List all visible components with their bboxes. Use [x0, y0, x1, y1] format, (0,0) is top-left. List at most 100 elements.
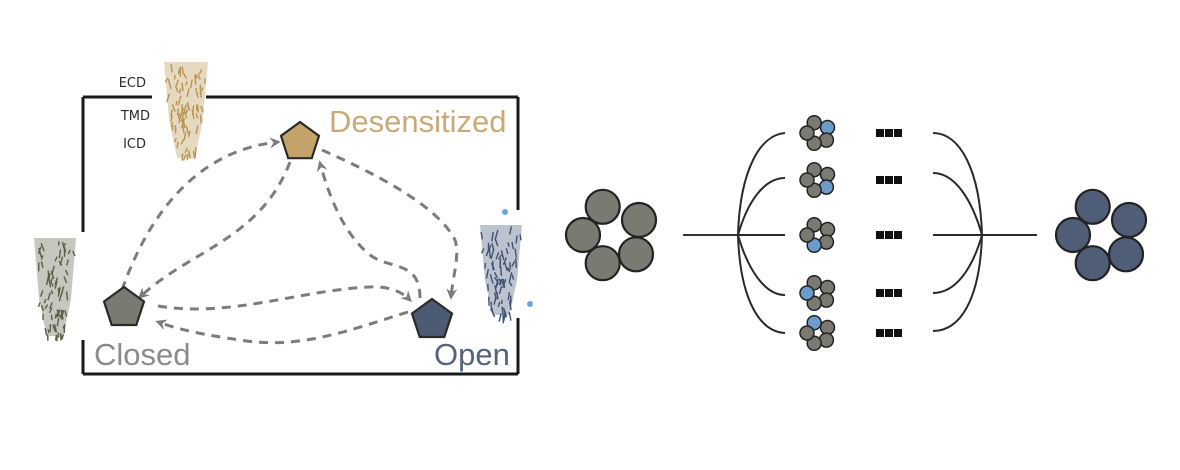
- closed-structure-strand: [56, 317, 60, 327]
- closed-structure-strand: [53, 324, 58, 333]
- open-structure-strand: [490, 307, 495, 316]
- closed-structure-strand: [47, 292, 51, 301]
- intermediate-pentamer: [799, 216, 836, 254]
- closed-structure-strand: [50, 270, 55, 279]
- subunit: [1107, 236, 1145, 273]
- closed-structure-strand: [51, 324, 57, 333]
- ellipsis-square: [885, 289, 893, 297]
- closed-structure-strand: [62, 325, 66, 331]
- closed-structure-strand: [59, 256, 64, 266]
- desensitized-structure-strand: [183, 110, 188, 119]
- open-structure-strand: [484, 262, 487, 269]
- open-structure-strand: [493, 276, 498, 282]
- open-structure-strand: [514, 258, 518, 268]
- desensitized-structure-strand: [191, 109, 195, 120]
- open-structure-strand: [511, 260, 516, 267]
- closed-structure-strand: [44, 304, 49, 310]
- ellipsis-square: [885, 129, 893, 137]
- closed-structure-strand: [60, 309, 65, 320]
- closed-structure-strand: [44, 327, 48, 336]
- subunit: [819, 166, 836, 183]
- subunit: [799, 125, 815, 141]
- desensitized-structure-strand: [175, 100, 178, 106]
- open-structure-strand: [519, 234, 522, 241]
- open-structure-strand: [506, 267, 511, 273]
- ellipsis-square: [894, 176, 902, 184]
- closed-state-node: [102, 285, 146, 327]
- closed-structure-strand: [38, 247, 42, 258]
- arrow-desensitized-to-closed: [137, 161, 292, 299]
- intermediate-states: [799, 114, 836, 352]
- open-structure-strand: [480, 248, 485, 254]
- subunit: [564, 216, 602, 254]
- desensitized-structure-strand: [188, 130, 191, 138]
- desensitized-structure-strand: [186, 154, 189, 161]
- ellipsis-icon: [876, 129, 902, 137]
- desensitized-structure-strand: [194, 147, 197, 157]
- ellipsis-square: [876, 231, 884, 239]
- desensitized-structure-strand: [195, 87, 199, 98]
- ellipsis-square: [876, 289, 884, 297]
- open-structure-strand: [489, 273, 494, 284]
- right-branch-brackets: [932, 132, 1037, 332]
- ellipsis-square: [894, 289, 902, 297]
- ellipsis-square: [885, 231, 893, 239]
- desensitized-structure-strand: [183, 104, 187, 115]
- desensitized-structure-strand: [174, 79, 180, 88]
- desensitized-structure-strand: [185, 81, 188, 86]
- ellipsis-markers: [876, 129, 902, 337]
- closed-structure-strand: [39, 290, 44, 297]
- open-structure-strand: [509, 302, 512, 308]
- ellipsis-square: [885, 176, 893, 184]
- desensitized-structure-strand: [187, 150, 191, 159]
- open-structure-strand: [507, 242, 510, 247]
- open-structure-strand: [495, 282, 499, 287]
- desensitized-structure-strand: [177, 67, 181, 75]
- open-structure-strand: [485, 268, 490, 279]
- desensitized-structure-strand: [181, 66, 185, 75]
- subunit: [819, 279, 836, 296]
- desensitized-structure-strand: [166, 93, 171, 103]
- desensitized-structure-strand: [189, 79, 193, 89]
- arrow-closed-to-desensitized: [120, 137, 281, 291]
- closed-structure-strand: [51, 265, 55, 275]
- closed-structure-strand: [49, 302, 53, 310]
- closed-structure-strand: [40, 261, 44, 269]
- intermediate-pentamer: [799, 114, 836, 152]
- domain-label-icd: ICD: [123, 137, 146, 152]
- subunit: [819, 221, 836, 238]
- desensitized-structure-strand: [200, 105, 204, 113]
- desensitized-structure-strand: [173, 137, 178, 143]
- closed-structure-strand: [54, 256, 58, 262]
- arrow-desensitized-to-open: [321, 148, 459, 300]
- transition-arrows: [120, 137, 459, 345]
- closed-structure-strand: [55, 310, 60, 318]
- open-structure-strand: [501, 306, 504, 313]
- desensitized-structure-strand: [167, 78, 172, 89]
- closed-structure-strand: [48, 272, 51, 281]
- open-label: Open: [434, 337, 510, 372]
- open-structure-strand: [480, 231, 483, 240]
- subunit: [819, 319, 836, 336]
- desensitized-structure-strand: [177, 108, 179, 116]
- open-structure-strand: [507, 292, 511, 301]
- desensitized-structure-strand: [174, 125, 177, 131]
- open-structure-strand: [488, 244, 492, 252]
- desensitized-state-node: [279, 120, 321, 160]
- arrow-open-to-desensitized: [316, 160, 422, 299]
- closed-structure-strand: [57, 332, 60, 338]
- desensitized-structure-strand: [183, 73, 188, 80]
- closed-structure-strand: [50, 314, 53, 321]
- open-structure-strand: [504, 262, 508, 272]
- intermediate-pentamer: [799, 274, 836, 312]
- closed-structure-strand: [58, 291, 63, 302]
- ellipsis-icon: [876, 176, 902, 184]
- ligand-dot: [502, 209, 508, 215]
- desensitized-structure-strand: [185, 125, 190, 134]
- desensitized-structure-strand: [176, 141, 179, 149]
- closed-structure-strand: [64, 309, 68, 317]
- desensitized-structure-strand: [175, 87, 179, 93]
- subunit: [1054, 216, 1092, 254]
- left-branch-brackets: [737, 132, 786, 334]
